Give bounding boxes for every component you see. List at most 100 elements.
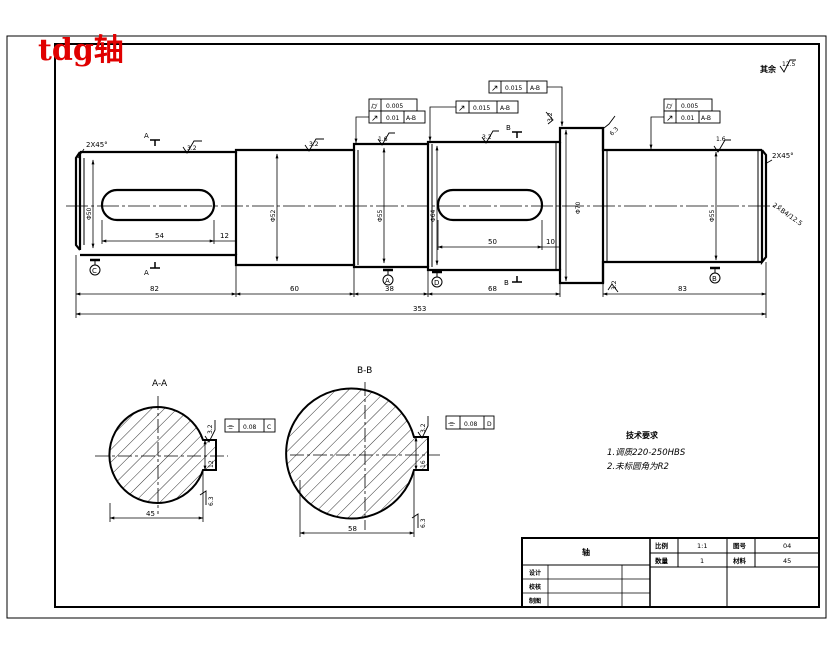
dia-label-6: Φ55 — [709, 209, 716, 222]
section-aa-rough2 — [199, 490, 207, 505]
section-aa-key: 12 — [208, 460, 215, 468]
cut-a-bottom: A — [144, 269, 149, 277]
rough-8: 3.2 — [611, 280, 618, 290]
section-aa-body — [108, 406, 217, 504]
chamfer-left: 2X45° — [86, 141, 108, 149]
datum-c — [89, 258, 101, 276]
keyway-slot-1 — [100, 188, 216, 222]
tol2-val: 0.01 — [386, 115, 400, 122]
diameter-dim-lines — [91, 129, 718, 282]
chamfer-right-leader — [764, 159, 773, 165]
rough-2: 3.2 — [309, 141, 319, 148]
section-bb-body — [285, 387, 429, 520]
title-part-name: 轴 — [582, 547, 590, 557]
tol2-ref: A-B — [406, 115, 416, 122]
len-seg-5: 83 — [678, 285, 687, 293]
datum-a-label: A — [385, 277, 390, 285]
title-material-label: 材料 — [732, 556, 747, 565]
roughness-marks — [182, 111, 731, 293]
chamfer-right: 2X45° — [772, 152, 794, 160]
section-bb-rough2 — [411, 513, 419, 528]
section-aa-rough — [204, 420, 216, 443]
len-seg-2: 60 — [290, 285, 299, 293]
tol4-sym: ↗ — [491, 84, 499, 94]
length-dim-lines — [75, 255, 767, 318]
section-cut-markers — [150, 131, 522, 283]
tol2-sym: ↗ — [371, 114, 379, 124]
section-bb-label: B-B — [357, 366, 372, 376]
tol3-sym: ↗ — [458, 104, 466, 114]
rough-5: 3.2 — [547, 112, 554, 122]
tol-frame-bb: ⌯ 0.08 D — [445, 415, 495, 430]
outer-border — [6, 35, 827, 619]
shaft-outline — [74, 126, 768, 285]
slot2-offset: 10 — [546, 238, 555, 246]
tol3-val: 0.015 — [473, 105, 490, 112]
tol5-val: 0.005 — [681, 103, 698, 110]
section-aa-rough2-val: 6.3 — [208, 496, 215, 506]
rough-1: 3.2 — [187, 145, 197, 152]
rough-6: 6.3 — [608, 126, 620, 138]
tech-req-line2: 2.未标圆角为R2 — [607, 461, 669, 472]
title-ratio-value: 1:1 — [697, 542, 707, 550]
title-block-grid — [521, 537, 820, 608]
cut-a-top: A — [144, 132, 149, 140]
title-drawing-no-label: 图号 — [733, 541, 747, 550]
rough-3: 1.6 — [378, 136, 388, 143]
section-aa-width: 45 — [146, 510, 155, 518]
slot-dim-lines — [101, 220, 560, 250]
title-qty-value: 1 — [700, 557, 704, 565]
slot1-offset: 12 — [220, 232, 229, 240]
tol-frame-group-4: ⌭ 0.005 ↗ 0.01 A-B — [649, 98, 721, 150]
tol5-sym: ⌭ — [666, 102, 673, 112]
tol6-sym: ↗ — [666, 114, 674, 124]
inner-border — [54, 43, 820, 608]
rough-4: 3.2 — [482, 134, 492, 141]
section-bb-key: 16 — [420, 460, 427, 468]
len-seg-3: 38 — [385, 285, 394, 293]
tol-aa-sym: ⌯ — [227, 422, 235, 432]
tol1-val: 0.005 — [386, 103, 403, 110]
tech-req-line1: 1.调质220-250HBS — [607, 447, 686, 458]
title-checker-label: 校核 — [529, 583, 541, 591]
dia-label-4: Φ64 — [430, 209, 437, 222]
tol4-val: 0.015 — [505, 85, 522, 92]
edge-note: 2×B4/12.5 — [771, 201, 804, 228]
title-ratio-label: 比例 — [655, 541, 669, 550]
datum-d-label: D — [434, 279, 439, 287]
len-total: 353 — [413, 305, 426, 313]
tol-bb-ref: D — [487, 421, 492, 428]
roughness-other-value: 12.5 — [782, 61, 796, 68]
section-aa-rough-val: 3.2 — [207, 424, 214, 434]
overlay-title: tdg轴 — [38, 33, 124, 68]
title-qty-label: 数量 — [655, 556, 669, 565]
len-seg-4: 68 — [488, 285, 497, 293]
tol6-ref: A-B — [701, 115, 711, 122]
title-draftsman-label: 制图 — [529, 597, 541, 605]
roughness-other-symbol — [779, 59, 796, 73]
tol1-sym: ⌭ — [371, 102, 378, 112]
tol-aa-ref: C — [267, 424, 271, 431]
dia-label-3: Φ55 — [377, 209, 384, 222]
diameter-labels: Φ50 Φ52 Φ55 Φ64 Φ70 Φ55 — [86, 201, 716, 222]
keyway-slot-2 — [436, 188, 544, 222]
chamfer-left-leader — [77, 148, 85, 159]
dia-label-1: Φ50 — [86, 207, 93, 220]
tol-frame-group-2: ↗ 0.015 A-B — [428, 100, 519, 142]
slot1-length: 54 — [155, 232, 164, 240]
section-bb-rough-val: 3.2 — [420, 423, 427, 433]
rough-7: 1.6 — [716, 136, 726, 143]
tol-frame-group-1: ⌭ 0.005 ↗ 0.01 A-B — [354, 98, 426, 144]
section-bb-rough2-val: 6.3 — [420, 518, 427, 528]
roughness-values: 3.2 3.2 1.6 3.2 3.2 6.3 1.6 3.2 — [187, 112, 726, 290]
section-aa-label: A-A — [152, 379, 168, 389]
cut-b-bottom: B — [504, 279, 509, 287]
tol4-ref: A-B — [530, 85, 540, 92]
tol-aa-val: 0.08 — [243, 424, 257, 431]
cut-b-top: B — [506, 124, 511, 132]
title-material-value: 45 — [783, 557, 791, 565]
section-aa-dims — [109, 439, 207, 522]
datum-b — [709, 266, 721, 284]
slot2-length: 50 — [488, 238, 497, 246]
tech-req-title: 技术要求 — [626, 430, 659, 440]
